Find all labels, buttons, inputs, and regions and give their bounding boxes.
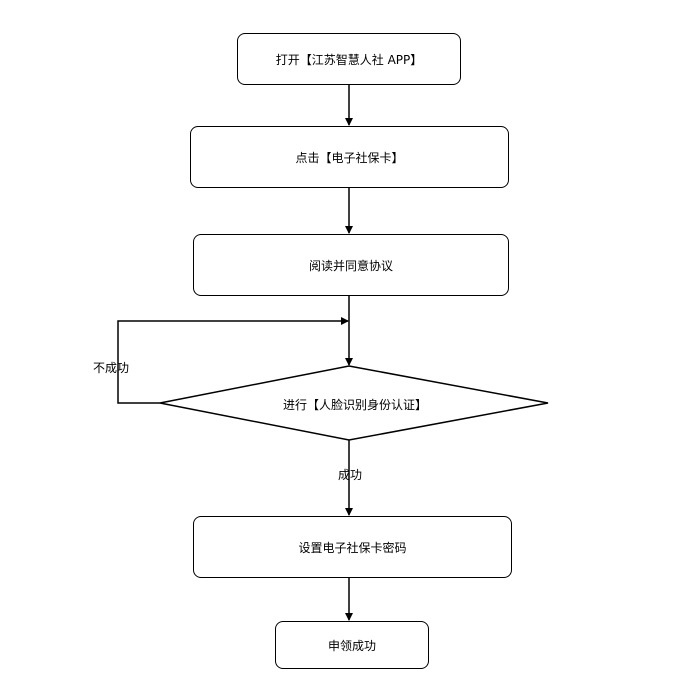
step-read-agree: 阅读并同意协议: [193, 234, 509, 296]
step-set-password-label: 设置电子社保卡密码: [298, 540, 407, 555]
step-open-app-label: 打开【江苏智慧人社 APP】: [275, 52, 423, 67]
step-set-password: 设置电子社保卡密码: [193, 516, 512, 578]
edge-label-success: 成功: [338, 468, 363, 482]
step-read-agree-label: 阅读并同意协议: [308, 258, 393, 273]
step-claim-success: 申领成功: [275, 621, 429, 669]
decision-face-verify-label: 进行【人脸识别身份认证】: [282, 397, 427, 412]
decision-face-verify: 进行【人脸识别身份认证】: [230, 392, 480, 416]
step-open-app: 打开【江苏智慧人社 APP】: [237, 33, 461, 85]
step-claim-success-label: 申领成功: [327, 638, 376, 653]
step-click-card: 点击【电子社保卡】: [190, 126, 509, 188]
retry-loop-connector: [117, 317, 349, 404]
edge-label-fail: 不成功: [93, 361, 130, 375]
step-click-card-label: 点击【电子社保卡】: [295, 150, 404, 165]
